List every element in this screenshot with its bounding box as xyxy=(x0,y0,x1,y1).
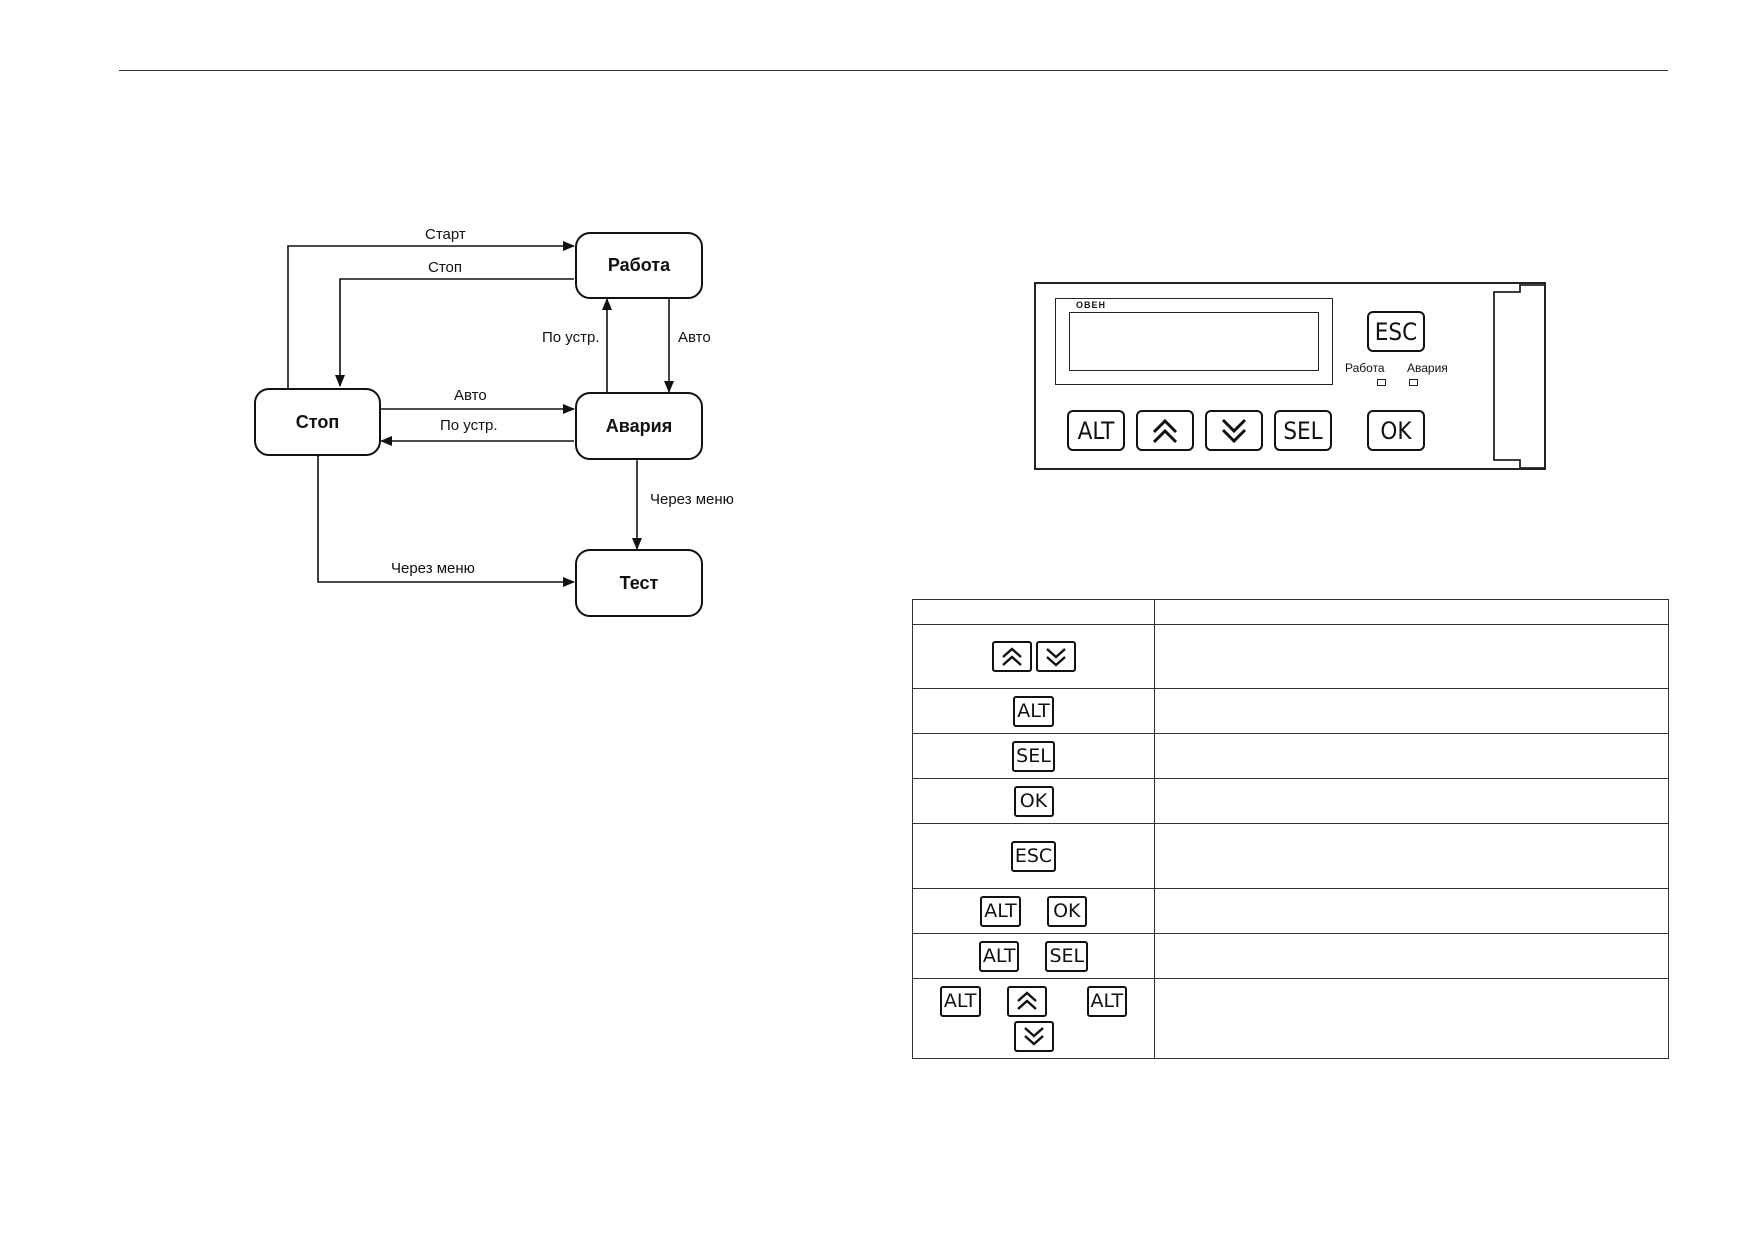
ok-button[interactable]: OK xyxy=(1367,410,1425,451)
table-keys-cell: ALT xyxy=(912,688,1155,734)
table-description-cell xyxy=(1154,888,1669,934)
label-by-device-up: По устр. xyxy=(542,329,600,346)
state-diagram: Работа Стоп Авария Тест Старт Стоп По ус… xyxy=(0,0,800,700)
table-row xyxy=(912,624,1669,689)
state-stop: Стоп xyxy=(254,388,381,456)
brand-logo: ОВЕН xyxy=(1076,300,1107,310)
device-front-panel: ОВЕН ESC Работа Авария ALT SEL OK xyxy=(1034,282,1546,470)
table-description-cell xyxy=(1154,688,1669,734)
table-description-cell xyxy=(1154,823,1669,889)
table-row: ALT OK xyxy=(912,888,1669,934)
table-keys-cell: OK xyxy=(912,778,1155,824)
panel-side-bracket xyxy=(1493,284,1544,469)
table-alt-key: ALT xyxy=(1086,985,1128,1017)
table-description-cell xyxy=(1154,778,1669,824)
table-alt-key: ALT xyxy=(978,940,1020,972)
edge-via-menu-horizontal xyxy=(313,447,575,587)
double-down-arrow-icon xyxy=(1045,647,1066,667)
label-start: Старт xyxy=(425,226,466,243)
table-row: SEL xyxy=(912,733,1669,779)
label-by-device-left: По устр. xyxy=(440,417,498,434)
led-work xyxy=(1377,379,1386,386)
double-up-arrow-icon xyxy=(1001,646,1022,666)
table-keys-cell: ALT SEL xyxy=(912,933,1155,979)
edge-start xyxy=(287,241,575,388)
table-up-key xyxy=(991,641,1032,672)
table-row: OK xyxy=(912,778,1669,824)
diagram-arrows xyxy=(287,241,674,587)
table-header-row xyxy=(912,599,1669,625)
table-alt-key: ALT xyxy=(980,895,1021,927)
table-description-cell xyxy=(1154,978,1669,1059)
table-sel-key: SEL xyxy=(1045,940,1089,972)
table-description-cell xyxy=(1154,624,1669,689)
table-ok-key: OK xyxy=(1046,895,1087,927)
table-sel-key: SEL xyxy=(1012,740,1055,772)
table-row: ALT SEL xyxy=(912,933,1669,979)
lcd-display: ОВЕН xyxy=(1055,298,1333,385)
table-row: ESC xyxy=(912,823,1669,889)
label-via-menu-vertical: Через меню xyxy=(650,491,734,508)
table-down-key xyxy=(1035,641,1076,672)
table-keys-cell: ALT OK xyxy=(912,888,1155,934)
table-header-cell xyxy=(1154,599,1669,625)
table-esc-key: ESC xyxy=(1010,840,1057,872)
double-down-arrow-icon xyxy=(1221,418,1247,443)
table-row: ALT xyxy=(912,688,1669,734)
edge-stop xyxy=(335,278,574,387)
table-keys-cell: ALT ALT xyxy=(912,978,1155,1059)
double-up-arrow-icon xyxy=(1152,418,1178,443)
table-header-cell xyxy=(912,599,1155,625)
double-up-arrow-icon xyxy=(1016,991,1037,1010)
table-up-key xyxy=(1006,985,1047,1017)
table-description-cell xyxy=(1154,733,1669,779)
label-auto-down: Авто xyxy=(678,329,711,346)
table-alt-key: ALT xyxy=(939,985,981,1017)
alt-button[interactable]: ALT xyxy=(1067,410,1125,451)
state-alarm: Авария xyxy=(575,392,703,460)
top-rule xyxy=(119,70,1668,71)
sel-button[interactable]: SEL xyxy=(1274,410,1332,451)
table-keys-cell: ESC xyxy=(912,823,1155,889)
label-via-menu-horizontal: Через меню xyxy=(391,560,475,577)
table-alt-key: ALT xyxy=(1013,695,1054,727)
double-down-arrow-icon xyxy=(1023,1027,1044,1046)
state-work: Работа xyxy=(575,232,703,299)
table-row: ALT ALT xyxy=(912,978,1669,1059)
table-keys-cell: SEL xyxy=(912,733,1155,779)
table-description-cell xyxy=(1154,933,1669,979)
down-button[interactable] xyxy=(1205,410,1263,451)
state-test: Тест xyxy=(575,549,703,617)
led-label-work: Работа xyxy=(1345,361,1385,375)
esc-button[interactable]: ESC xyxy=(1367,311,1425,352)
label-stop: Стоп xyxy=(428,259,462,276)
label-auto-right: Авто xyxy=(454,387,487,404)
table-ok-key: OK xyxy=(1013,785,1054,817)
led-label-alarm: Авария xyxy=(1407,361,1448,375)
table-keys-cell xyxy=(912,624,1155,689)
led-alarm xyxy=(1409,379,1418,386)
lcd-display-window xyxy=(1069,312,1319,371)
table-down-key xyxy=(1013,1020,1054,1052)
up-button[interactable] xyxy=(1136,410,1194,451)
